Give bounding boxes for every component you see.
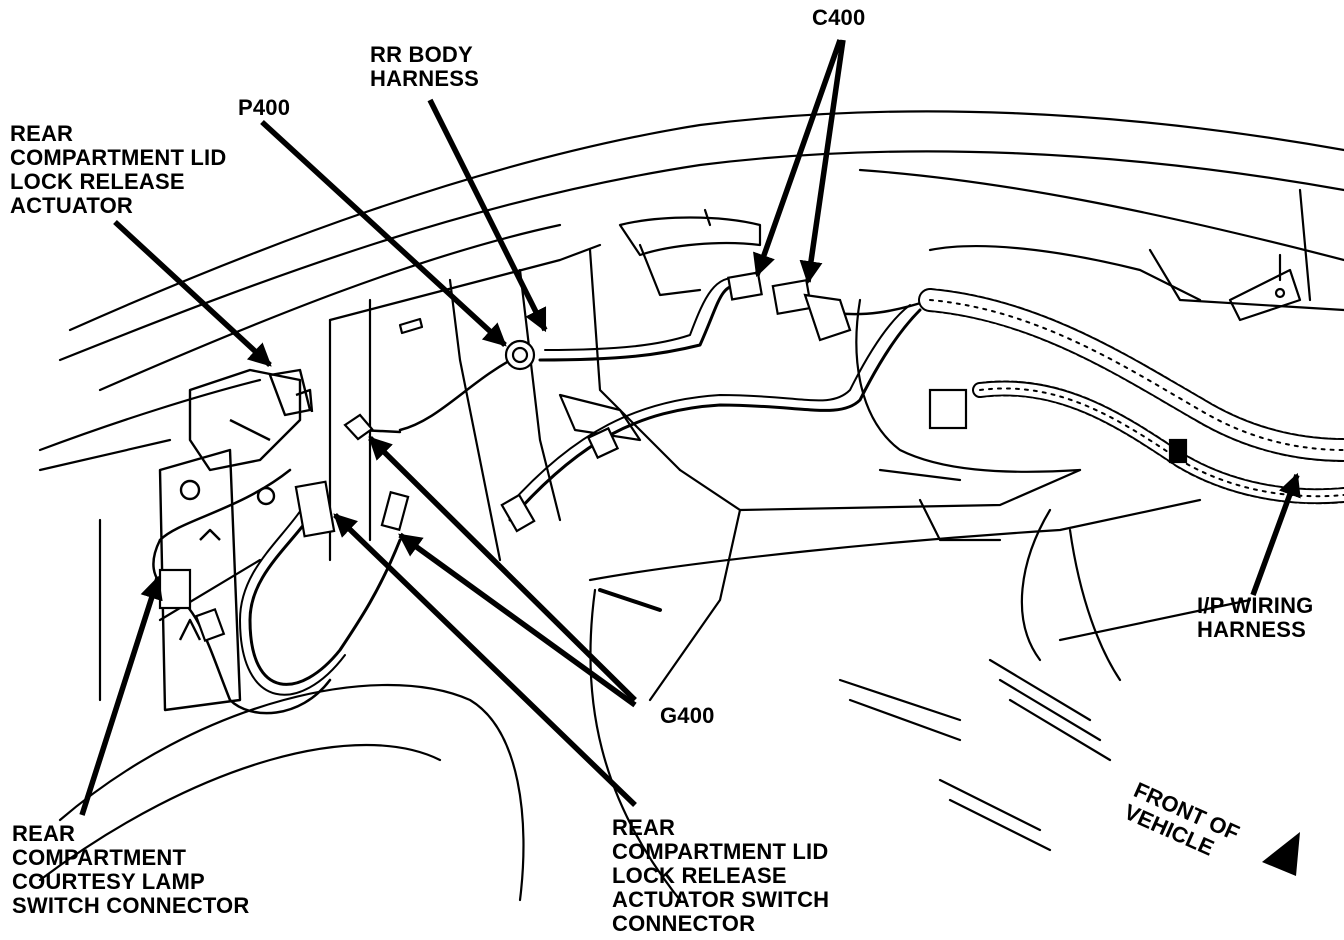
rr-body-harness-arrow (427, 98, 548, 333)
connectors (158, 271, 1188, 643)
label-courtesy-lamp-switch-connector: REAR COMPARTMENT COURTESY LAMP SWITCH CO… (12, 821, 250, 918)
g400-arrow-upper (368, 436, 637, 702)
c400-arrow-left (753, 39, 843, 278)
label-rr-body-harness: RR BODY HARNESS (370, 42, 479, 91)
p400-arrow (260, 119, 507, 348)
courtesy-lamp-arrow (79, 575, 163, 816)
g400-arrow-lower (398, 532, 637, 708)
label-lid-lock-actuator: REAR COMPARTMENT LID LOCK RELEASE ACTUAT… (10, 121, 227, 218)
lock-release-actuator (158, 368, 314, 712)
label-p400: P400 (238, 95, 291, 120)
label-c400: C400 (812, 5, 866, 30)
leader-arrows (79, 39, 1301, 816)
ip-wiring-harness-arrow (1250, 472, 1301, 596)
c400-arrow-right (799, 39, 846, 285)
front-direction-arrow (1262, 832, 1300, 876)
label-ip-wiring-harness: I/P WIRING HARNESS (1197, 593, 1314, 642)
label-actuator-switch-connector: REAR COMPARTMENT LID LOCK RELEASE ACTUAT… (612, 815, 830, 936)
wiring (152, 276, 1344, 715)
lid-lock-actuator-arrow (113, 219, 272, 368)
vehicle-body-outline (38, 110, 1344, 902)
label-g400: G400 (660, 703, 715, 728)
actuator-switch-arrow (333, 513, 637, 807)
